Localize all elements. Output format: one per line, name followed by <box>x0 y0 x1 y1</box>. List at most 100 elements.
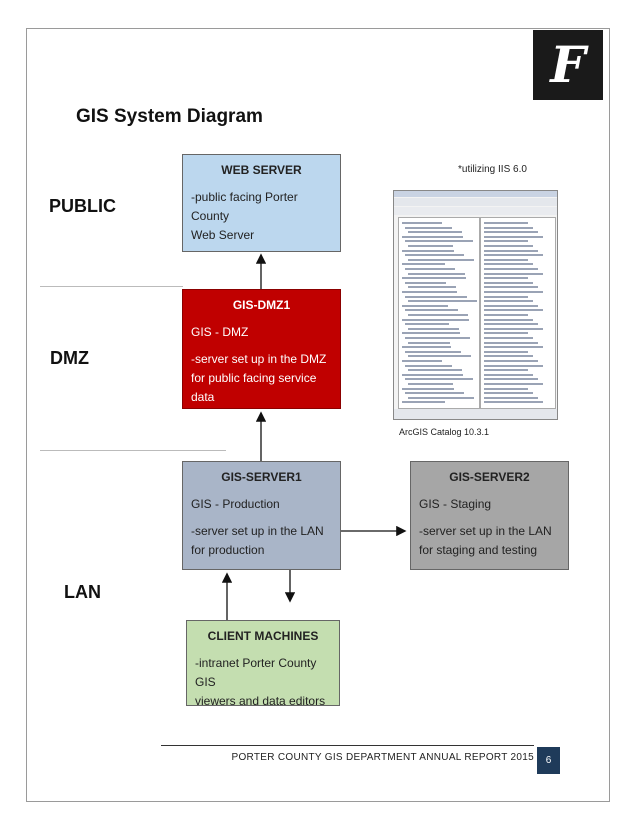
catalog-tree-row <box>405 350 461 353</box>
catalog-tree-row <box>408 341 450 344</box>
catalog-content-row <box>484 323 538 326</box>
catalog-content-row <box>484 291 543 293</box>
catalog-content-row <box>484 396 538 399</box>
arccatalog-screenshot <box>393 190 558 420</box>
catalog-tree-row <box>408 258 474 261</box>
catalog-content-row <box>484 240 528 243</box>
zone-divider-public-dmz <box>40 286 183 287</box>
gis-server2-desc-line: for staging and testing <box>419 543 538 557</box>
catalog-content-row <box>484 249 538 252</box>
catalog-tree-row <box>405 323 449 326</box>
catalog-tree-row <box>408 396 474 399</box>
catalog-tree-row <box>405 281 446 284</box>
catalog-content-row <box>484 378 538 381</box>
catalog-content-row <box>484 383 543 385</box>
catalog-tree-row <box>405 392 464 395</box>
catalog-tree-row <box>408 272 465 275</box>
catalog-content-row <box>484 355 533 358</box>
catalog-tree-row <box>405 337 470 339</box>
catalog-content-row <box>484 387 528 390</box>
catalog-tree-row <box>405 364 452 367</box>
client-machines-desc-line: -intranet Porter County GIS <box>195 656 317 689</box>
gis-dmz1-desc-line: for public facing service <box>191 371 317 385</box>
catalog-tree-row <box>408 383 453 385</box>
catalog-content-row <box>484 263 533 266</box>
catalog-tree-row <box>405 226 452 229</box>
catalog-tree-row <box>402 373 463 376</box>
catalog-content-row <box>484 350 528 353</box>
client-machines-box: CLIENT MACHINES -intranet Porter County … <box>186 620 340 708</box>
catalog-tree-row <box>408 245 453 247</box>
catalog-content-row <box>484 277 528 280</box>
catalog-content-row <box>484 281 533 284</box>
catalog-tree-row <box>408 327 459 330</box>
catalog-tree-row <box>402 222 442 224</box>
catalog-tree-row <box>408 314 468 316</box>
catalog-content-row <box>484 314 528 316</box>
catalog-content-row <box>484 222 528 224</box>
gis-dmz1-header: GIS-DMZ1 <box>232 298 291 312</box>
catalog-content-row <box>484 401 543 404</box>
catalog-content-row <box>484 373 533 376</box>
catalog-content-row <box>484 254 543 257</box>
catalog-tree-row <box>402 332 460 335</box>
catalog-tree-row <box>402 304 448 307</box>
zone-label-dmz: DMZ <box>50 348 89 368</box>
gis-server1-header: GIS-SERVER1 <box>221 470 302 484</box>
catalog-content-row <box>484 304 538 307</box>
newspaper-logo: F <box>533 30 603 100</box>
gis-server1-desc-line: -server set up in the LAN <box>191 524 324 538</box>
gis-server2-role: GIS - Staging <box>419 497 492 511</box>
catalog-tree-row <box>408 355 471 358</box>
web-server-header: WEB SERVER <box>221 163 302 177</box>
catalog-content-row <box>484 327 543 330</box>
catalog-content-row <box>484 300 533 303</box>
catalog-tree-row <box>402 387 454 390</box>
gis-server1-box: GIS-SERVER1 GIS - Production -server set… <box>182 461 341 570</box>
catalog-content-row <box>484 295 528 298</box>
catalog-content-row <box>484 309 543 312</box>
catalog-tree-row <box>402 360 442 362</box>
catalog-content-row <box>484 341 538 344</box>
catalog-caption: ArcGIS Catalog 10.3.1 <box>399 427 490 437</box>
catalog-tree-row <box>402 291 457 293</box>
catalog-tree-row <box>402 346 451 349</box>
catalog-tree-row <box>405 254 464 257</box>
catalog-tree-pane <box>398 217 480 409</box>
catalog-content-row <box>484 258 528 261</box>
catalog-tree-row <box>405 268 455 270</box>
footer-rule <box>161 745 534 746</box>
catalog-content-row <box>484 364 543 367</box>
gis-dmz1-desc-line: -server set up in the DMZ <box>191 352 327 366</box>
catalog-content-row <box>484 392 533 395</box>
zone-divider-dmz-lan <box>40 450 226 451</box>
zone-label-public: PUBLIC <box>49 196 116 216</box>
catalog-tree-row <box>402 401 445 404</box>
iis-note: *utilizing IIS 6.0 <box>458 164 527 175</box>
catalog-tree-row <box>405 240 473 243</box>
client-machines-header: CLIENT MACHINES <box>207 629 319 643</box>
web-server-desc-line: Web Server <box>191 228 255 242</box>
catalog-content-row <box>484 268 538 270</box>
gis-dmz1-role: GIS - DMZ <box>191 325 249 339</box>
gis-server1-desc-line: for production <box>191 543 265 557</box>
catalog-tree-row <box>402 277 466 280</box>
catalog-content-row <box>484 369 528 372</box>
web-server-desc-line: -public facing Porter County <box>191 190 298 223</box>
catalog-content-row <box>484 360 538 362</box>
gis-server2-desc-line: -server set up in the LAN <box>419 524 552 538</box>
catalog-content-row <box>484 318 533 321</box>
gis-dmz1-desc-line: data <box>191 390 215 404</box>
gis-server1-role: GIS - Production <box>191 497 280 511</box>
catalog-tree-row <box>402 235 463 238</box>
web-server-box: WEB SERVER -public facing Porter County … <box>182 154 341 252</box>
catalog-contents-pane <box>480 217 556 409</box>
catalog-content-row <box>484 245 533 247</box>
catalog-tree-row <box>405 295 467 298</box>
catalog-tree-row <box>408 369 462 372</box>
catalog-content-row <box>484 286 538 289</box>
gis-dmz1-box: GIS-DMZ1 GIS - DMZ -server set up in the… <box>182 289 341 409</box>
catalog-tree-row <box>408 300 477 303</box>
page-border <box>26 28 610 802</box>
